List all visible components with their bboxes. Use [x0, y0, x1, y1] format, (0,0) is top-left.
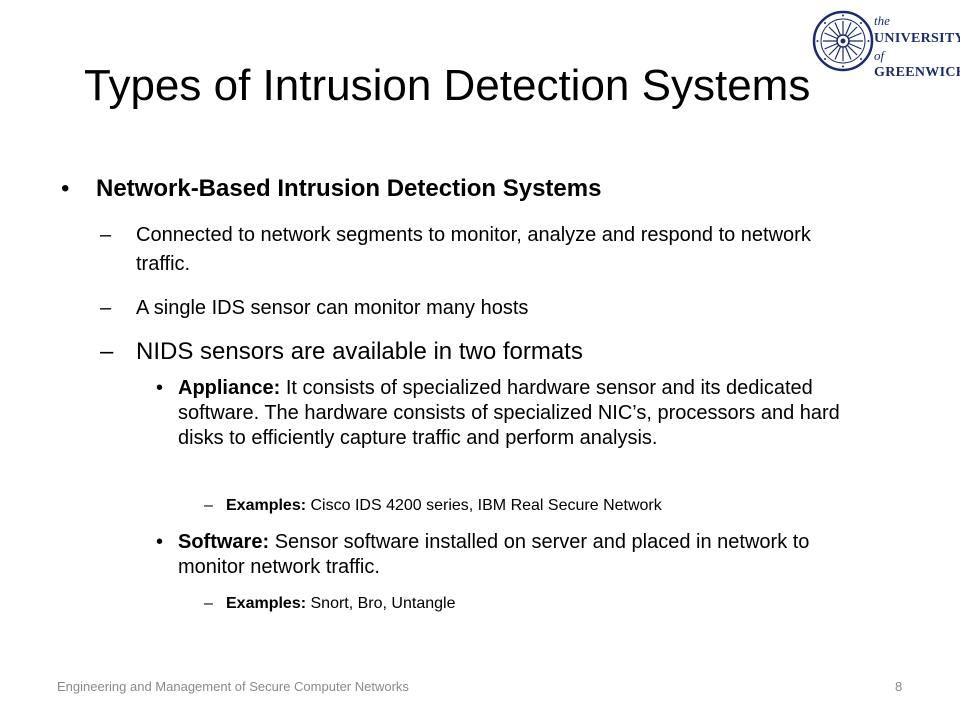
- university-seal-icon: [812, 10, 874, 72]
- bullet-marker: •: [156, 377, 164, 399]
- logo-of: of: [874, 47, 885, 63]
- university-wordmark: the UNIVERSITY of GREENWICH: [874, 13, 960, 82]
- sub-bullet-formats: – NIDS sensors are available in two form…: [100, 336, 836, 368]
- examples-text: Snort, Bro, Untangle: [310, 595, 456, 612]
- dash-marker: –: [100, 297, 112, 319]
- bullet-marker: •: [61, 175, 70, 202]
- page-number: 8: [895, 679, 903, 694]
- bullet-appliance: • Appliance: It consists of specialized …: [156, 376, 878, 451]
- logo-university: UNIVERSITY: [874, 30, 960, 46]
- appliance-text: It consists of specialized hardware sens…: [178, 377, 840, 449]
- logo-the: the: [874, 13, 890, 28]
- slide-title: Types of Intrusion Detection Systems: [84, 61, 811, 110]
- sub-bullet-connected: – Connected to network segments to monit…: [100, 221, 836, 279]
- examples-lead: Examples:: [226, 595, 307, 612]
- dash-marker: –: [100, 338, 114, 365]
- sub-bullet-text: Connected to network segments to monitor…: [136, 224, 811, 275]
- dash-marker: –: [100, 224, 112, 246]
- sub-bullet-text: NIDS sensors are available in two format…: [136, 338, 583, 365]
- bullet-text: Network-Based Intrusion Detection System…: [96, 175, 602, 202]
- logo-greenwich: GREENWICH: [874, 65, 960, 81]
- software-text: Sensor software installed on server and …: [178, 531, 810, 578]
- appliance-lead: Appliance:: [178, 377, 281, 399]
- dash-marker: –: [204, 595, 213, 612]
- examples-lead: Examples:: [226, 497, 307, 514]
- footer-text: Engineering and Management of Secure Com…: [57, 679, 409, 694]
- bullet-nids: • Network-Based Intrusion Detection Syst…: [61, 172, 876, 206]
- examples-text: Cisco IDS 4200 series, IBM Real Secure N…: [310, 497, 662, 514]
- dash-marker: –: [204, 497, 213, 514]
- appliance-examples: – Examples: Cisco IDS 4200 series, IBM R…: [204, 494, 846, 518]
- software-examples: – Examples: Snort, Bro, Untangle: [204, 592, 846, 616]
- bullet-marker: •: [156, 531, 164, 553]
- university-logo: the UNIVERSITY of GREENWICH: [812, 10, 960, 94]
- bullet-software: • Software: Sensor software installed on…: [156, 530, 878, 580]
- sub-bullet-text: A single IDS sensor can monitor many hos…: [136, 297, 529, 319]
- sub-bullet-single-sensor: – A single IDS sensor can monitor many h…: [100, 294, 836, 323]
- software-lead: Software:: [178, 531, 270, 553]
